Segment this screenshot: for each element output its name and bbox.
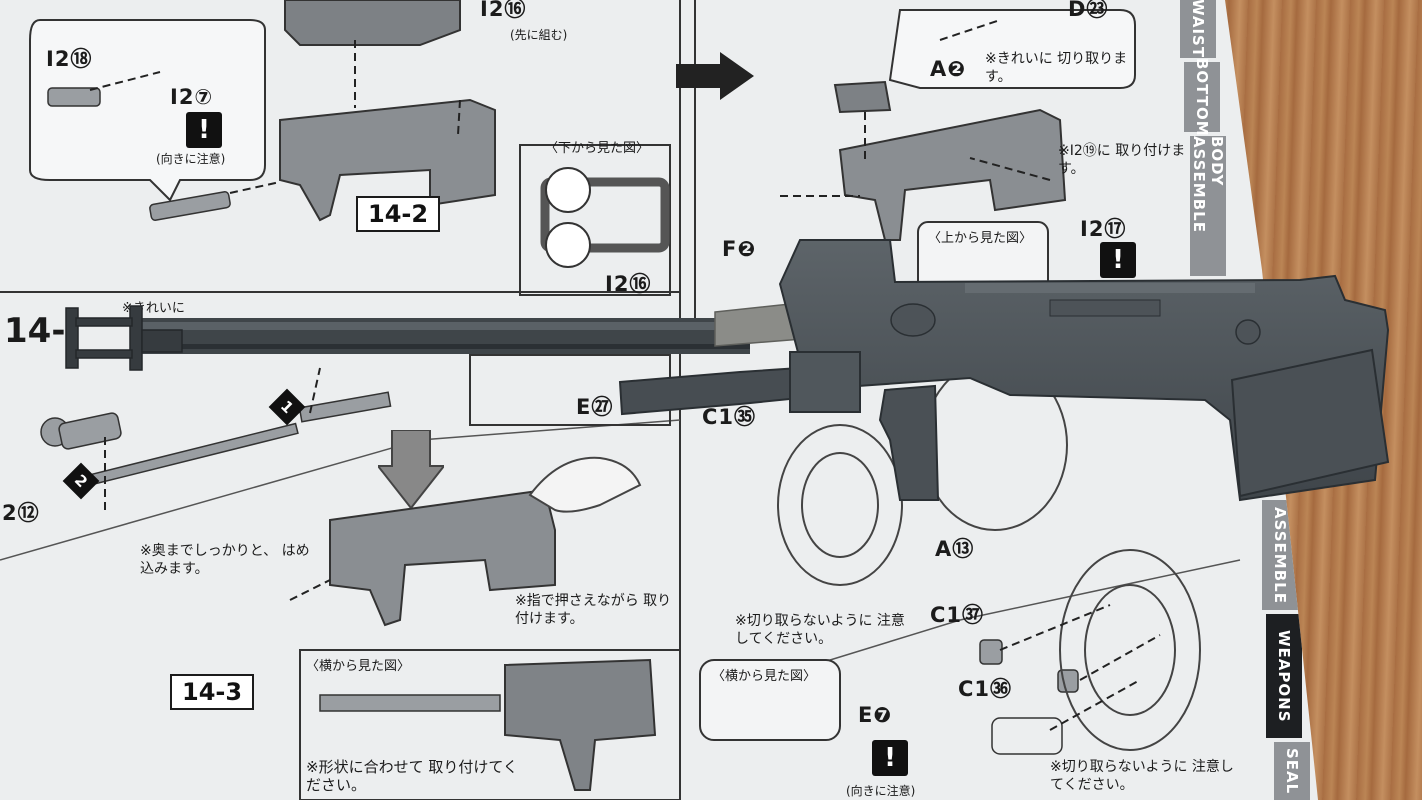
step-badge-14-3: 14-3 (170, 674, 255, 710)
part-label-i2-12: 2⑫ (2, 501, 40, 525)
tab-bottom: BOTTOM (1184, 58, 1220, 136)
panel-lines (0, 0, 1241, 800)
note-match-shape: ※形状に合わせて 取り付けてください。 (306, 758, 518, 794)
caution-icon-bottom: ! (872, 740, 908, 776)
part-label-i2-7: I2⑦ (170, 85, 214, 109)
note-hold-with-finger: ※指で押さえながら 取り付けます。 (515, 593, 672, 627)
section-tabs: WAIST BOTTOM BODY ASSEMBLE ASSEMBLE WEAP… (1180, 0, 1318, 800)
note-do-not-cut-2: ※切り取らないように 注意してください。 (1050, 759, 1234, 793)
step-badge-14-2: 14-2 (356, 196, 441, 232)
part-label-i2-18: I2⑱ (46, 47, 93, 71)
tab-body-assemble: BODY ASSEMBLE (1190, 136, 1226, 276)
note-view-from-above: 〈上から見た図〉 (928, 231, 1033, 246)
note-orientation-bottom: (向きに注意) (846, 784, 916, 798)
part-label-i2-17: I2⑰ (1080, 217, 1127, 241)
part-label-e7: E❼ (858, 703, 893, 727)
caution-icon-mid: ! (1100, 242, 1136, 278)
note-attach-i2-19: ※I2⑲に 取り付けます。 (1058, 143, 1186, 177)
note-cut-cleanly: ※きれいに 切り取ります。 (985, 51, 1128, 85)
caution-icon-top: ! (186, 112, 222, 148)
note-view-from-below: 〈下から見た図〉 (545, 141, 650, 156)
part-label-c1-37: C1㊲ (930, 603, 985, 627)
part-label-c1-35: C1㉟ (702, 405, 757, 429)
note-do-not-cut-1: ※切り取らないように 注意してください。 (735, 613, 905, 647)
down-arrow-icon (378, 430, 444, 508)
note-view-from-side-2: 〈横から見た図〉 (712, 669, 817, 684)
note-view-from-side: 〈横から見た図〉 (306, 659, 411, 674)
part-label-a2: A❷ (930, 57, 967, 81)
part-label-c1-36: C1㊱ (958, 677, 1013, 701)
part-label-e27: E㉗ (576, 395, 614, 419)
tab-seal: SEAL (1274, 742, 1310, 800)
section-number: 14- (4, 311, 66, 351)
note-orientation-top: (向きに注意) (156, 152, 226, 166)
right-arrow-icon (676, 52, 754, 100)
note-press-in-fully: ※奥までしっかりと、 はめ込みます。 (140, 543, 310, 577)
part-label-i2-16-bottom: I2⑯ (605, 272, 652, 296)
part-label-f2: F❷ (722, 237, 757, 261)
tab-waist: WAIST (1180, 0, 1216, 59)
part-label-d23: D㉓ (1068, 0, 1109, 21)
part-label-a13: A⑬ (935, 537, 975, 561)
part-label-i2-16-top: I2⑯ (480, 0, 527, 21)
tab-weapons: WEAPONS (1266, 614, 1302, 738)
note-first-assemble: (先に組む) (510, 28, 568, 42)
